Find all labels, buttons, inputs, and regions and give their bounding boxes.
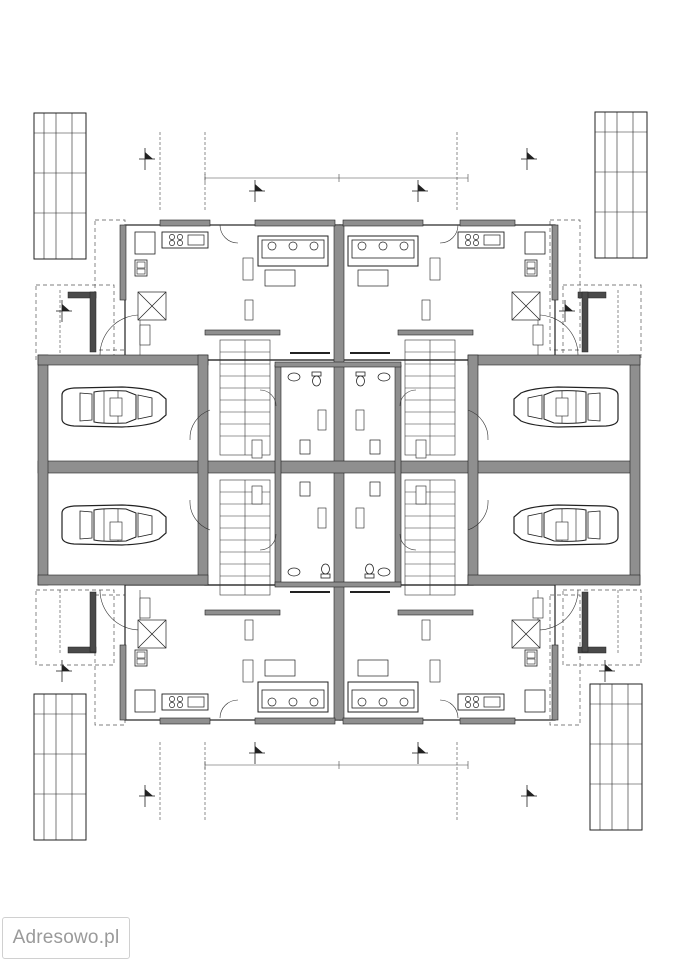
schedule-table-bottom-right — [589, 683, 643, 831]
room-tags — [109, 257, 569, 683]
bathroom-fixtures — [287, 352, 391, 593]
schedule-table-bottom-left — [33, 693, 87, 841]
schedule-table-top-left — [33, 112, 87, 260]
window-blocks — [67, 291, 607, 654]
adresowo-watermark-logo: Adresowo.pl — [2, 917, 130, 959]
sofa-icons — [257, 235, 419, 713]
schedule-table-top-right — [594, 111, 648, 259]
watermark-text: Adresowo.pl — [12, 927, 120, 948]
kitchen-counters — [134, 231, 546, 713]
thick-walls — [37, 219, 641, 725]
utility-boxes — [137, 291, 541, 649]
dimension-lines — [59, 132, 619, 820]
